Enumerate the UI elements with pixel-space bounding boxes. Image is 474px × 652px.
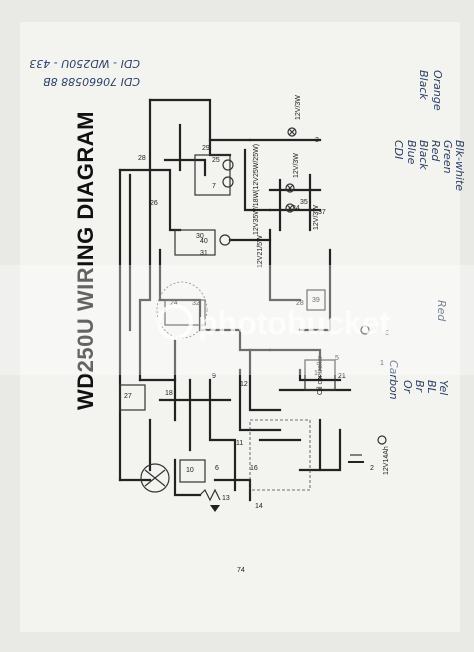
node-39: 39 <box>312 297 320 304</box>
node-21: 21 <box>338 373 346 380</box>
handwritten-carbon: Carbon <box>387 360 400 400</box>
handwritten-red2: Red <box>435 300 448 322</box>
node-34: 34 <box>292 205 300 212</box>
node-6: 6 <box>215 465 219 472</box>
handwritten-br: Br <box>413 380 426 394</box>
node-2: 2 <box>370 465 374 472</box>
handwritten-orange: Orange <box>431 70 444 111</box>
node-16: 16 <box>250 465 258 472</box>
lamp-label-5: 12V/3W <box>313 205 320 230</box>
node-17: 17 <box>314 370 322 377</box>
handwritten-blkwhite: Blk-white <box>453 140 466 191</box>
handwritten-blue: Blue <box>405 140 418 165</box>
node-13: 13 <box>222 495 230 502</box>
node-7: 7 <box>212 183 216 190</box>
node-37: 37 <box>318 209 326 216</box>
node-27: 27 <box>124 393 132 400</box>
handwritten-cdi: CDI <box>392 140 405 159</box>
node-31: 31 <box>200 250 208 257</box>
node-26: 26 <box>150 200 158 207</box>
lamp-label-2: 12V35W/18W(12V25W/25W) <box>253 144 260 235</box>
node-18: 18 <box>165 390 173 397</box>
node-9: 9 <box>212 373 216 380</box>
diagram-title: WD250U WIRING DIAGRAM <box>73 111 98 410</box>
node-32: 32 <box>192 300 200 307</box>
lamp-label-4: 12V/3W <box>293 153 300 178</box>
node-29: 29 <box>202 145 210 152</box>
node-1: 1 <box>380 360 384 367</box>
battery-label: 12V14Ah <box>383 446 390 475</box>
lamp-label-3: 12V21/5W <box>257 235 264 268</box>
node-4: 4 <box>318 375 322 382</box>
node-30: 30 <box>196 233 204 240</box>
handwritten-note-2: CDI - WD250U - 433 <box>29 57 140 70</box>
watermark-logo-icon <box>157 304 193 340</box>
page-number: 74 <box>237 567 245 574</box>
handwritten-yel: Yel <box>437 380 450 395</box>
handwritten-black: Black <box>417 70 430 100</box>
node-35: 35 <box>300 199 308 206</box>
handwritten-red: Red <box>429 140 442 162</box>
handwritten-note-1: CDI 70660588 8B <box>43 75 140 88</box>
watermark-text: photobucket <box>198 305 390 341</box>
node-8: 8 <box>385 330 389 337</box>
node-3: 3 <box>315 137 319 144</box>
handwritten-black2: Black <box>417 140 430 170</box>
node-28b: 28 <box>296 300 304 307</box>
node-12: 12 <box>240 381 248 388</box>
node-10: 10 <box>186 467 194 474</box>
node-40: 40 <box>200 238 208 245</box>
handwritten-or: Or <box>401 380 414 395</box>
node-11: 11 <box>236 440 243 447</box>
node-25: 25 <box>212 157 220 164</box>
node-24: 24 <box>170 300 178 307</box>
components <box>119 127 387 512</box>
oil-controller-label: Oil controller <box>317 355 324 395</box>
watermark-band <box>0 265 474 375</box>
handwritten-bl: BL <box>425 380 438 394</box>
node-14: 14 <box>255 503 263 510</box>
node-numbers: 1 2 3 4 5 6 7 8 9 10 11 12 14 16 17 18 2… <box>124 137 389 510</box>
lamp-label-1: 12V/3W <box>295 95 302 120</box>
node-28: 28 <box>138 155 146 162</box>
node-5: 5 <box>335 355 339 362</box>
handwritten-green: Green <box>441 140 454 174</box>
